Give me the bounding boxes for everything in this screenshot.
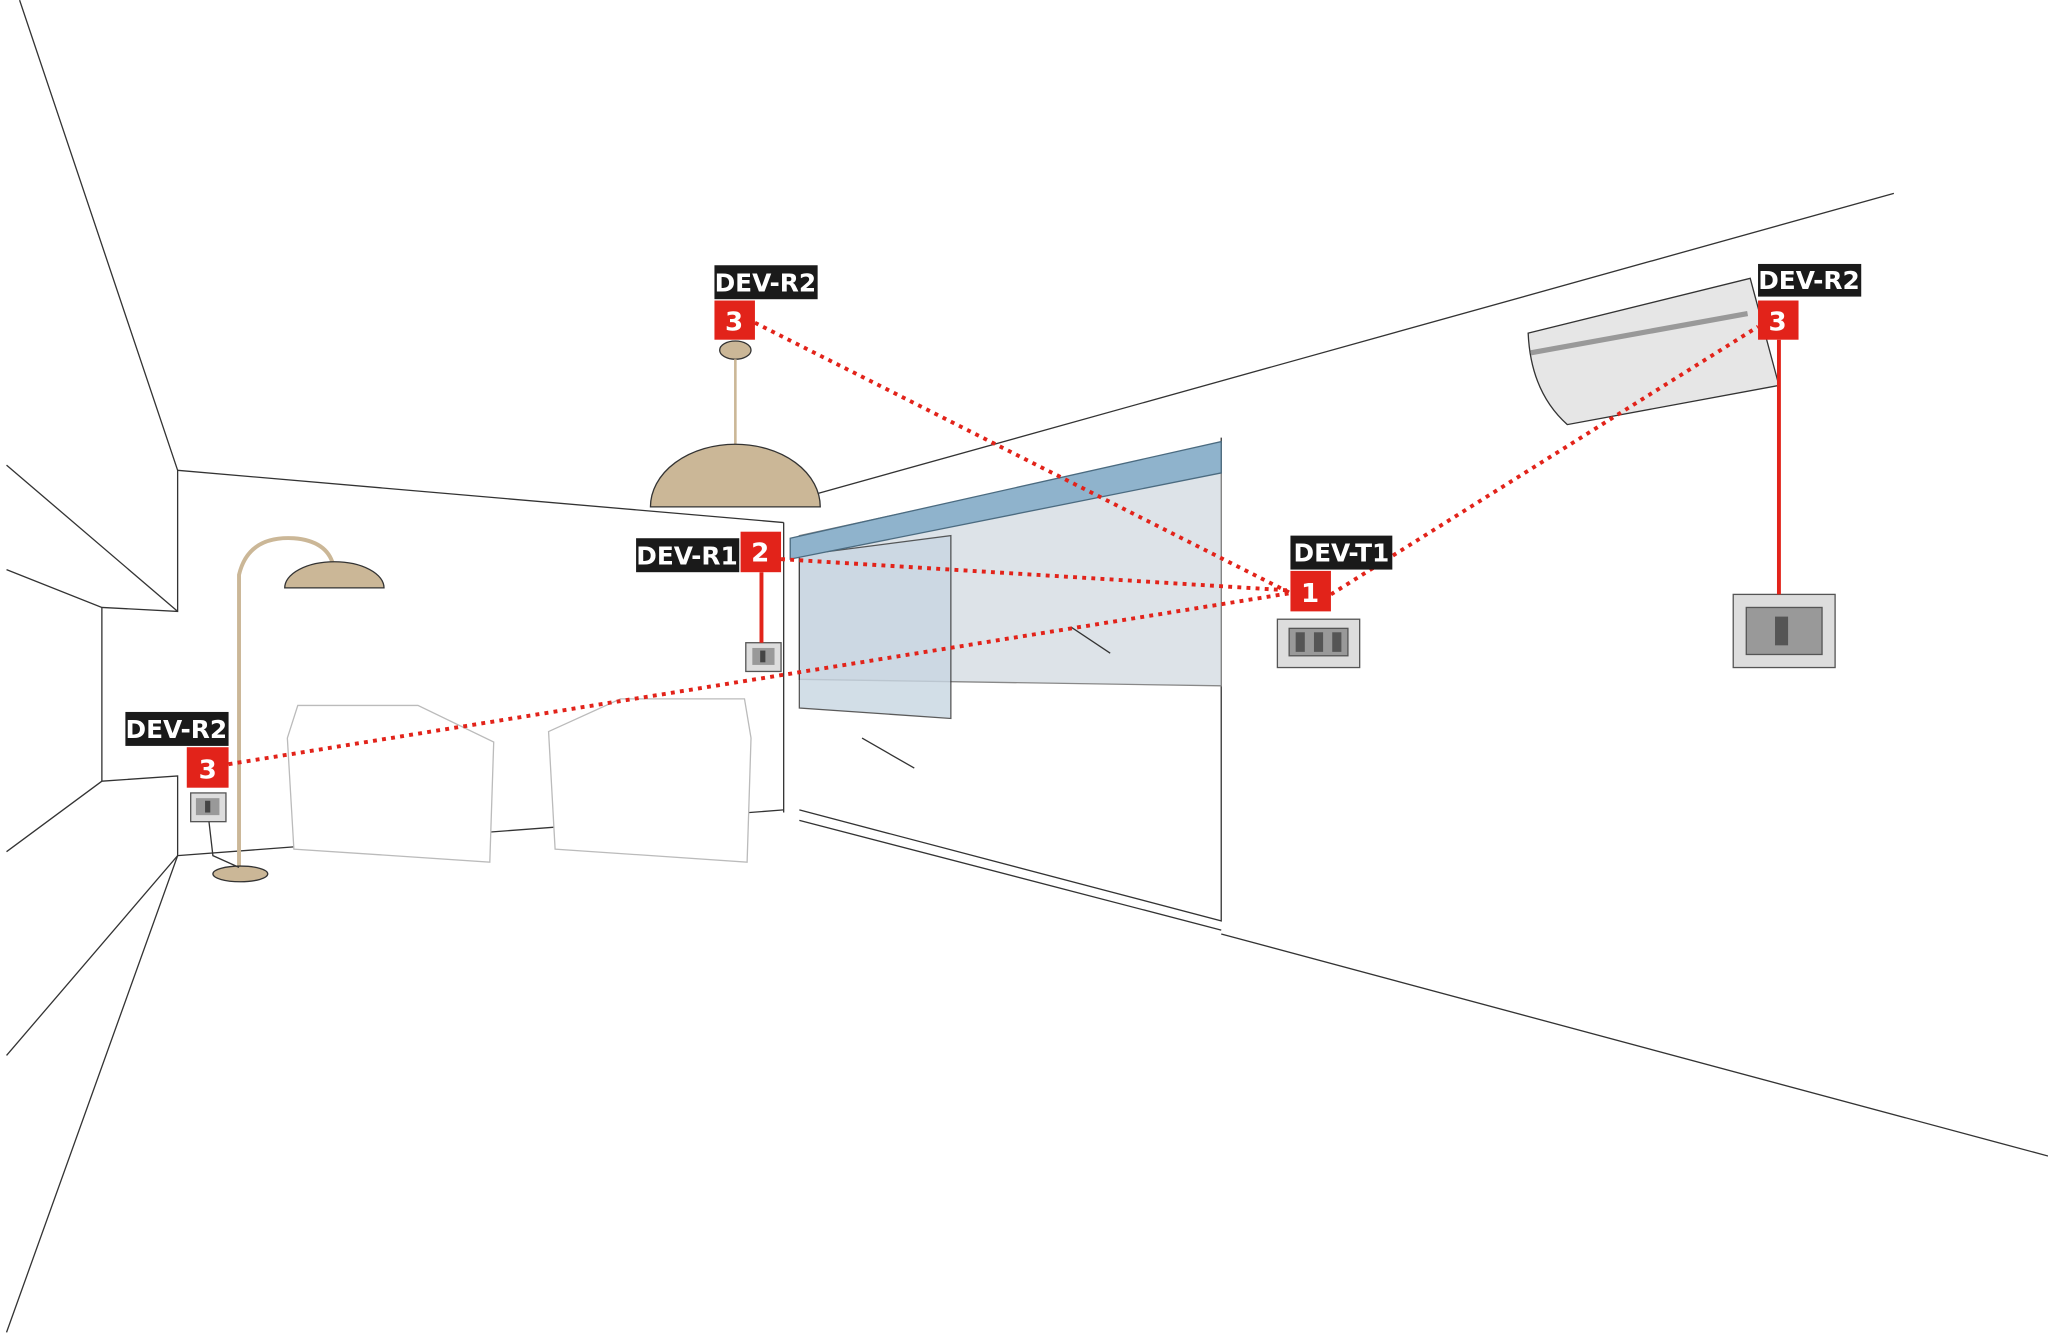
wired-links (759, 339, 1781, 643)
device-number: 3 (199, 756, 217, 786)
switch-ac (1732, 593, 1836, 669)
device-label-ceiling-lamp: DEV-R2 3 (714, 265, 818, 340)
switch-floor-lamp (190, 792, 240, 868)
device-name: DEV-T1 (1294, 539, 1390, 568)
device-number: 2 (751, 539, 769, 569)
room-lines (5, 0, 2048, 1333)
switch-transmitter (1276, 618, 1361, 669)
device-name: DEV-R2 (1758, 266, 1860, 295)
switch-blind (745, 642, 782, 673)
device-name: DEV-R2 (715, 268, 817, 297)
device-name: DEV-R1 (636, 541, 738, 570)
armchairs (286, 698, 752, 863)
wireless-links (228, 320, 1760, 767)
air-conditioner (1527, 277, 1780, 426)
window-blind (789, 440, 1222, 769)
device-number: 3 (1769, 308, 1787, 338)
device-label-floor-lamp: DEV-R2 3 (125, 711, 229, 788)
ceiling-lamp (649, 340, 821, 508)
device-number: 1 (1301, 579, 1319, 609)
device-number: 3 (725, 308, 743, 338)
device-label-air-conditioner: DEV-R2 3 (1758, 263, 1862, 340)
device-label-blind: DEV-R1 2 (636, 531, 782, 573)
device-name: DEV-R2 (126, 715, 228, 744)
floor-lamp (212, 536, 385, 883)
device-label-transmitter: DEV-T1 1 (1290, 535, 1393, 612)
